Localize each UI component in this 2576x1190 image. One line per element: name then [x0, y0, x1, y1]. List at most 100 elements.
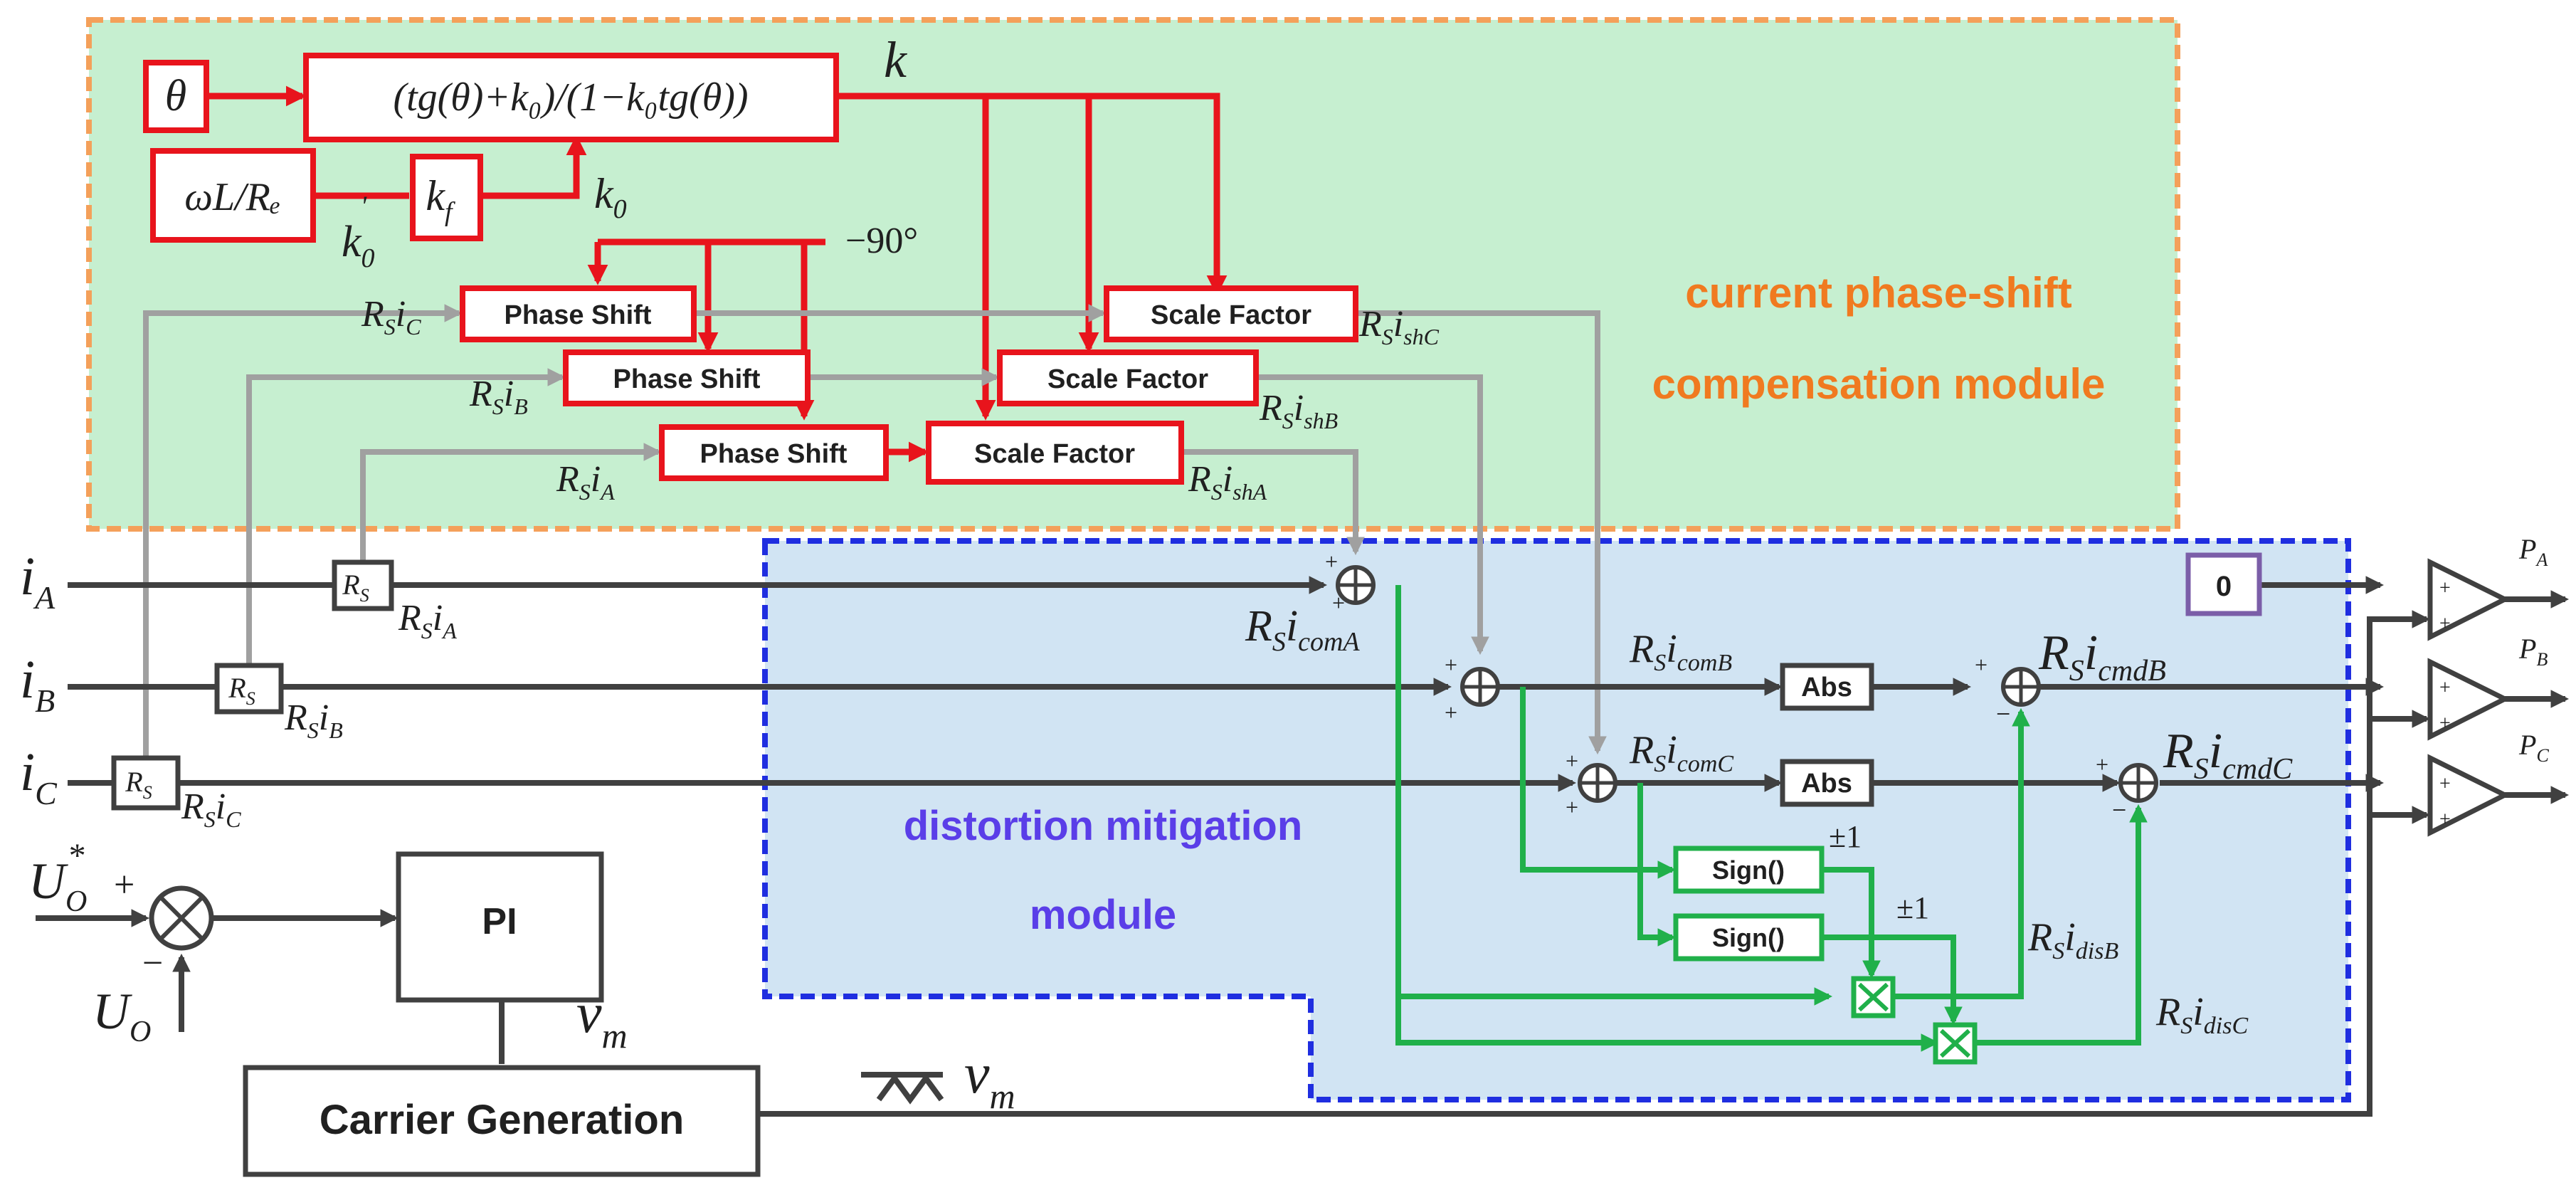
label-rs-ia-top: RSiA: [556, 459, 615, 505]
mitigation-title-line1: distortion mitigation: [904, 803, 1303, 849]
wire-disb-cmdb: [1893, 707, 2030, 999]
label-rs-ishb: RSishB: [1259, 388, 1338, 433]
rs-block-a: RS: [332, 559, 394, 611]
svg-text:+: +: [2439, 613, 2451, 635]
sum-junction-a: [1336, 565, 1376, 605]
svg-text:Scale Factor: Scale Factor: [1047, 364, 1208, 394]
svg-text:Phase Shift: Phase Shift: [613, 364, 761, 394]
wire-sign-c-mul: [1822, 934, 1963, 1026]
rs-block-c: RS: [111, 755, 181, 811]
label-rs-icmdb: RSicmdB: [2038, 626, 2166, 688]
svg-text:Sign(): Sign(): [1712, 855, 1785, 885]
phase-shift-c: Phase Shift: [460, 285, 697, 342]
label-rs-icomc: RSicomC: [1629, 728, 1733, 777]
comparator-a: + +: [2427, 558, 2511, 641]
label-k0: k0: [594, 170, 627, 224]
carrier-generation-block: Carrier Generation: [243, 1065, 761, 1177]
label-rs-icoma: RSicomA: [1245, 602, 1360, 657]
kf-block: [410, 154, 483, 241]
label-rs-ia: RSiA: [398, 598, 457, 643]
sum-junction-cmdb: [2001, 667, 2041, 707]
label-k: k: [884, 31, 908, 88]
label-rs-idisb: RSidisB: [2027, 915, 2118, 964]
rs-block-b: RS: [214, 663, 284, 715]
formula-label: (tg(θ)+k₀)/(1−k₀tg(θ)): [393, 75, 748, 120]
wire-ib-psb: [246, 368, 566, 669]
sign-block-b: Sign(): [1673, 846, 1825, 894]
svg-text:Carrier Generation: Carrier Generation: [320, 1097, 685, 1143]
sign-cmdb-plus: +: [1975, 652, 1988, 678]
wl-re-block: [150, 148, 316, 243]
wire-sfc-sumc: [1356, 310, 1607, 755]
svg-text:RS: RS: [125, 766, 152, 803]
label-rs-isha: RSishA: [1188, 459, 1267, 505]
sign-cmdc-minus: −: [2112, 796, 2126, 824]
wire-disc-cmdc: [1975, 804, 2148, 1046]
label-rs-ic-top: RSiC: [361, 294, 421, 339]
label-rs-icomb: RSicomB: [1629, 627, 1732, 676]
sign-block-c: Sign(): [1673, 913, 1825, 962]
sum-junction-cmdc: [2118, 763, 2158, 803]
label-rs-ishc: RSishC: [1358, 304, 1440, 349]
svg-text:0: 0: [2216, 571, 2232, 602]
sum-junction-b: [1460, 667, 1500, 707]
label-pa: PA: [2518, 533, 2548, 570]
comparator-b: + +: [2427, 658, 2511, 741]
label-rs-ib-top: RSiB: [469, 374, 528, 419]
svg-text:Sign(): Sign(): [1712, 923, 1785, 952]
label-rs-ib: RSiB: [284, 697, 343, 743]
multiplier-c: [1933, 1022, 1978, 1065]
wire-comb-sign: [1520, 687, 1677, 879]
phase-shift-b: Phase Shift: [563, 349, 811, 406]
svg-text:Abs: Abs: [1801, 769, 1852, 799]
svg-text:PI: PI: [482, 901, 517, 942]
label-rs-idisc: RSidisC: [2155, 990, 2248, 1039]
svg-text:Phase Shift: Phase Shift: [700, 439, 848, 469]
wl-re-label: ωL/Rₑ: [184, 175, 280, 219]
multiplier-b: [1851, 976, 1896, 1018]
label-ic: iC: [20, 742, 58, 811]
label-pm1-b: ±1: [1829, 819, 1862, 854]
svg-text:+: +: [2439, 577, 2451, 599]
phase-shift-a: Phase Shift: [659, 424, 889, 481]
sign-a-left: +: [1332, 590, 1345, 616]
label-rs-icmdc: RSicmdC: [2163, 724, 2293, 786]
label-pb: PB: [2518, 633, 2548, 670]
theta-block: [143, 60, 209, 133]
sign-c-top: +: [1566, 748, 1578, 774]
carrier-waveform-icon: [861, 1072, 944, 1105]
comparator-c: + +: [2427, 754, 2511, 837]
voltage-error-junction: [149, 885, 214, 951]
sign-a-top: +: [1325, 549, 1338, 574]
svg-text:+: +: [2439, 677, 2451, 699]
svg-text:RS: RS: [228, 672, 255, 709]
svg-text:+: +: [2439, 712, 2451, 734]
pi-block: PI: [396, 851, 604, 1003]
wire-k-scale-c: [836, 93, 1228, 296]
compensation-title-line1: current phase-shift: [1685, 269, 2071, 317]
svg-text:+: +: [2439, 809, 2451, 831]
scale-factor-a: Scale Factor: [926, 421, 1184, 485]
wire-ic-psc: [143, 304, 463, 758]
wire-sfa-suma: [1181, 449, 1365, 556]
sign-c-bottom: +: [1566, 794, 1578, 820]
label-k0-prime: k0': [342, 190, 375, 273]
wire-carrier-pa: [758, 610, 2431, 1117]
abs-block-b: Abs: [1780, 663, 1874, 711]
wire-kf-formula: [480, 135, 587, 199]
compensation-title-line2: compensation module: [1652, 360, 2106, 408]
svg-text:RS: RS: [342, 569, 369, 606]
theta-label: θ: [165, 72, 186, 120]
svg-text:Scale Factor: Scale Factor: [974, 439, 1135, 469]
formula-block: [303, 53, 839, 142]
svg-text:+: +: [2439, 773, 2451, 795]
abs-block-c: Abs: [1780, 759, 1874, 807]
sign-b-top: +: [1445, 652, 1457, 678]
wire-sfb-sumb: [1256, 374, 1489, 655]
scale-factor-c: Scale Factor: [1104, 285, 1358, 342]
svg-text:Abs: Abs: [1801, 673, 1852, 702]
svg-text:Scale Factor: Scale Factor: [1151, 300, 1311, 330]
label-rs-ic: RSiC: [181, 786, 241, 832]
label-ia: iA: [20, 547, 56, 616]
